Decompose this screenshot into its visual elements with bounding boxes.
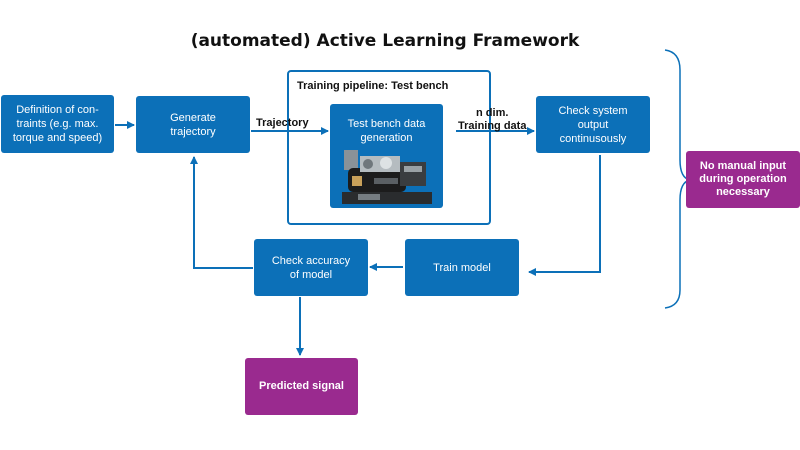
train-model-box: Train model: [405, 239, 519, 296]
check-system-output-box: Check system output continusously: [536, 96, 650, 153]
no-manual-input-box: No manual input during operation necessa…: [686, 151, 800, 208]
check-accuracy-box: Check accuracy of model: [254, 239, 368, 296]
arrow-check-accuracy-to-generate: [190, 156, 253, 269]
test-bench-label: Test bench data generation: [347, 118, 426, 144]
training-pipeline-frame: [287, 70, 491, 225]
engine-test-bench-image: [338, 146, 436, 208]
arrow-check-system-to-train: [528, 155, 601, 276]
generate-trajectory-box: Generate trajectory: [136, 96, 250, 153]
training-pipeline-title: Training pipeline: Test bench: [297, 80, 449, 92]
edge-label-training-data: n dim. Training data: [458, 107, 527, 132]
diagram-title: (automated) Active Learning Framework: [190, 31, 580, 51]
predicted-signal-box: Predicted signal: [245, 358, 358, 415]
definition-constraints-box: Definition of con- traints (e.g. max. to…: [1, 95, 114, 153]
edge-label-trajectory: Trajectory: [256, 117, 309, 129]
